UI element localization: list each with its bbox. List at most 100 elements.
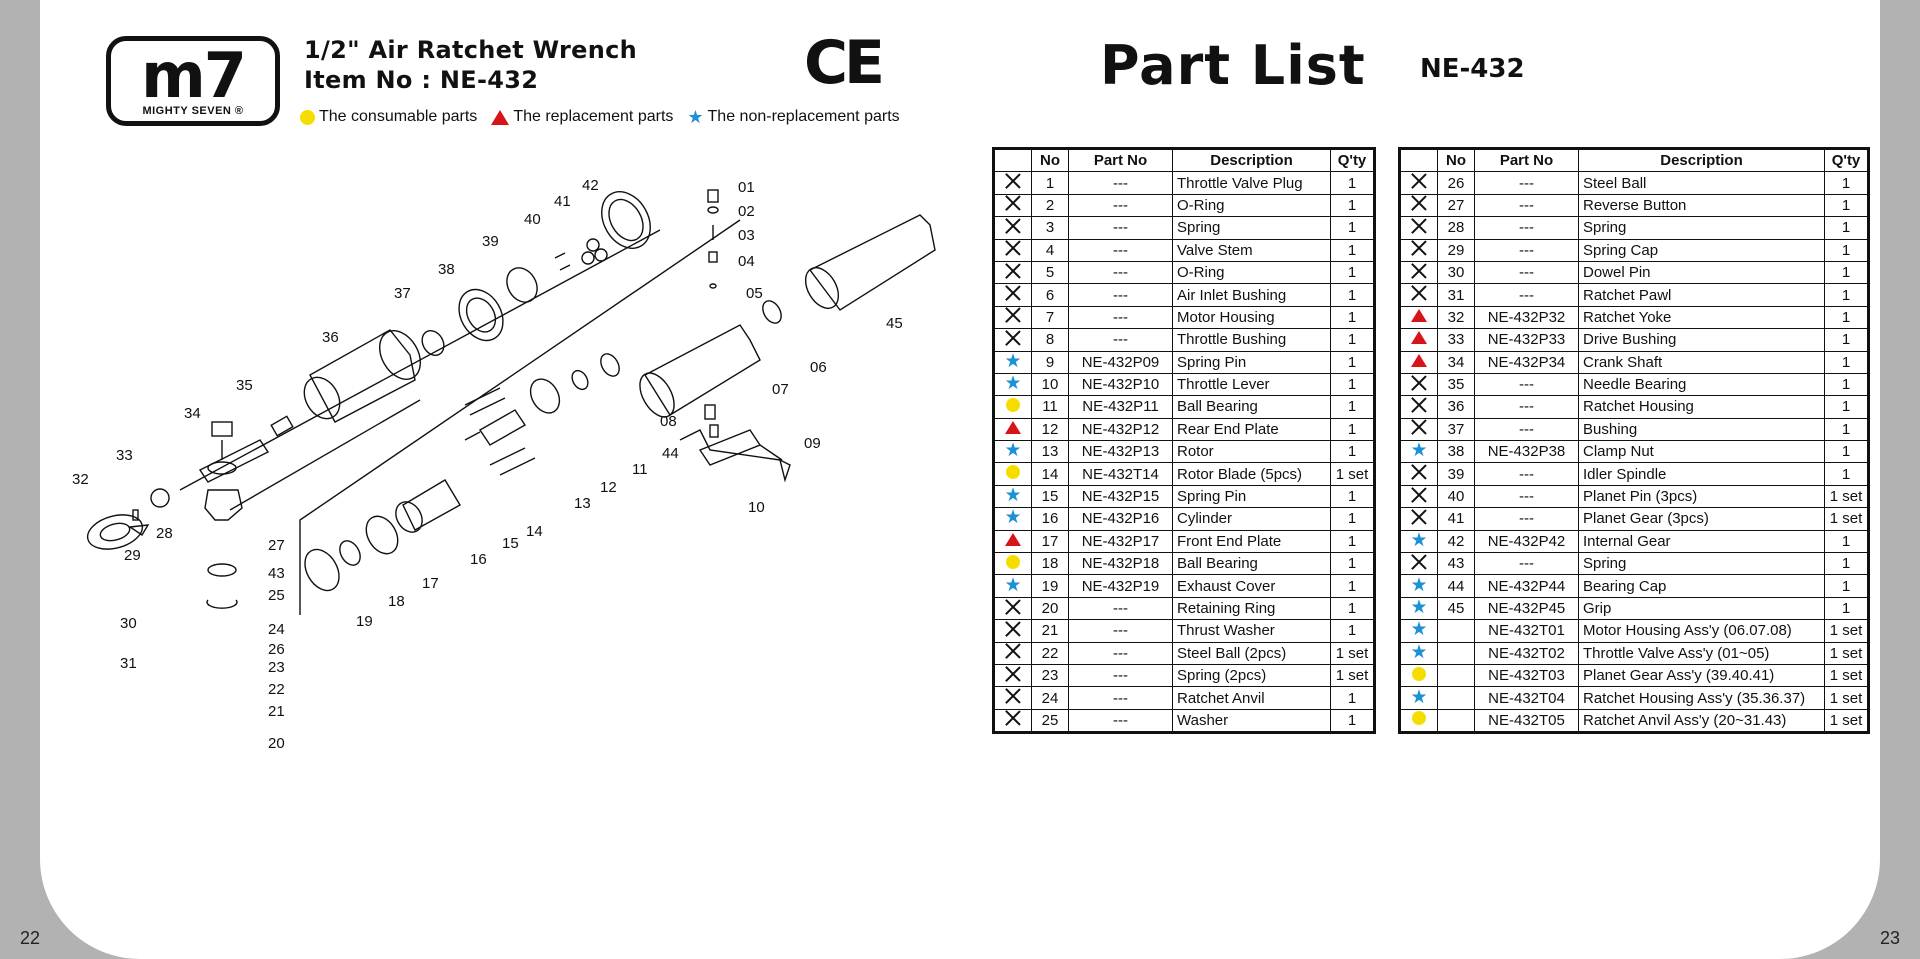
part-list-model: NE-432 [1420,54,1525,84]
no-cell: 8 [1031,328,1069,352]
qty-cell: 1 [1330,372,1375,397]
qty-cell: 1 [1330,552,1375,576]
description-cell: Needle Bearing [1578,372,1825,397]
mark-cell [1399,238,1438,262]
part-no-cell: NE-432P09 [1068,350,1173,374]
no-cell: 14 [1031,462,1069,486]
blue-star-icon: ★ [1004,485,1022,507]
no-cell: 18 [1031,552,1069,576]
cross-icon [1411,375,1427,391]
part-no-cell: --- [1068,216,1173,240]
part-no-cell: --- [1474,484,1579,509]
qty-cell: 1 set [1824,641,1869,665]
description-cell: Spring [1578,216,1825,240]
table-row: 40---Planet Pin (3pcs)1 set [1399,484,1869,509]
part-no-cell: --- [1474,193,1579,218]
no-cell: 33 [1437,328,1475,352]
cross-icon [1005,173,1021,189]
part-no-cell: NE-432P10 [1068,372,1173,397]
part-no-cell: --- [1068,619,1173,643]
callout-12: 12 [600,479,617,496]
blue-star-icon: ★ [1004,574,1022,596]
description-cell: Dowel Pin [1578,260,1825,285]
cross-icon [1005,330,1021,346]
no-cell: 12 [1031,417,1069,442]
no-cell: 6 [1031,283,1069,307]
mark-cell: ★ [993,507,1032,531]
part-list-title: Part List [1100,34,1366,97]
description-cell: Reverse Button [1578,193,1825,218]
col-description: Description [1172,147,1331,173]
callout-04: 04 [738,253,755,270]
qty-cell: 1 [1330,417,1375,442]
no-cell: 20 [1031,596,1069,621]
no-cell: 13 [1031,440,1069,464]
blue-star-icon: ★ [1410,597,1428,618]
description-cell: Ratchet Yoke [1578,305,1825,330]
no-cell: 41 [1437,507,1475,531]
table-row: 22---Steel Ball (2pcs)1 set [993,641,1375,665]
description-cell: Thrust Washer [1172,619,1331,643]
blue-star-icon: ★ [1410,574,1428,596]
callout-25: 25 [268,587,285,604]
no-cell: 9 [1031,350,1069,374]
product-title: 1/2" Air Ratchet Wrench [304,36,638,64]
description-cell: Motor Housing Ass'y (06.07.08) [1578,619,1825,643]
col-description: Description [1578,147,1825,173]
cross-icon [1411,173,1427,189]
no-cell: 37 [1437,417,1475,442]
qty-cell: 1 [1824,552,1869,576]
part-no-cell: NE-432P44 [1474,574,1579,598]
no-cell: 2 [1031,193,1069,218]
mark-cell: ★ [993,350,1032,374]
no-cell: 26 [1437,171,1475,195]
legend: The consumable parts The replacement par… [300,108,900,126]
no-cell: 42 [1437,529,1475,554]
qty-cell: 1 [1824,395,1869,419]
mark-cell [1399,350,1438,374]
no-cell: 31 [1437,283,1475,307]
mark-cell [993,193,1032,218]
cross-icon [1005,643,1021,659]
mark-cell [1399,372,1438,397]
description-cell: Throttle Bushing [1172,328,1331,352]
mark-cell [1399,193,1438,218]
no-cell: 25 [1031,708,1069,734]
no-cell: 43 [1437,552,1475,576]
qty-cell: 1 [1330,216,1375,240]
part-no-cell: --- [1474,171,1579,195]
callout-33: 33 [116,447,133,464]
no-cell [1437,619,1475,643]
description-cell: Ball Bearing [1172,395,1331,419]
description-cell: Rotor [1172,440,1331,464]
callout-34: 34 [184,405,201,422]
red-triangle-icon [1411,308,1427,322]
page-sheet-top [40,0,1880,120]
qty-cell: 1 set [1824,686,1869,710]
description-cell: Ratchet Anvil [1172,686,1331,710]
qty-cell: 1 [1824,171,1869,195]
cross-icon [1411,554,1427,570]
mark-cell: ★ [1399,440,1438,464]
callout-06: 06 [810,359,827,376]
mark-cell [993,238,1032,262]
mark-cell [993,260,1032,285]
qty-cell: 1 [1330,350,1375,374]
callout-24: 24 [268,621,285,638]
part-no-cell: NE-432P33 [1474,328,1579,352]
part-no-cell: --- [1474,260,1579,285]
mark-cell [993,283,1032,307]
cross-icon [1005,285,1021,301]
cross-icon [1005,263,1021,279]
no-cell: 39 [1437,462,1475,486]
